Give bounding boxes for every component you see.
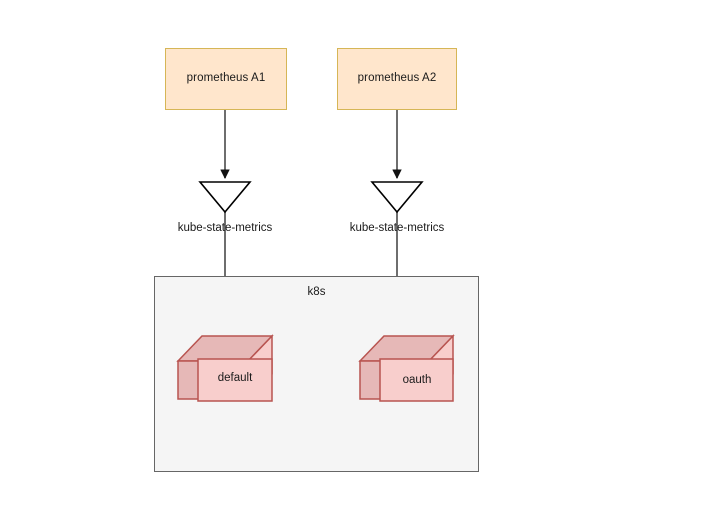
inverted-triangle-icon: [370, 181, 424, 214]
inverted-triangle-icon: [198, 181, 252, 214]
triangle-2-node[interactable]: [370, 180, 424, 214]
triangle-1-node[interactable]: [198, 180, 252, 214]
prometheus-a2-node[interactable]: prometheus A2: [337, 48, 457, 110]
prometheus-a2-label: prometheus A2: [357, 72, 437, 85]
cube-front-face: [379, 358, 454, 402]
cube-front-face: [197, 358, 273, 402]
edge-label-kube-state-metrics-right: kube-state-metrics: [349, 222, 445, 234]
edge-label-kube-state-metrics-left: kube-state-metrics: [177, 222, 273, 234]
prometheus-a1-label: prometheus A1: [186, 72, 266, 85]
cube-oauth-node[interactable]: [358, 333, 458, 407]
k8s-container-label: k8s: [307, 286, 326, 298]
prometheus-a1-node[interactable]: prometheus A1: [165, 48, 287, 110]
cube-default-node[interactable]: [176, 333, 276, 407]
